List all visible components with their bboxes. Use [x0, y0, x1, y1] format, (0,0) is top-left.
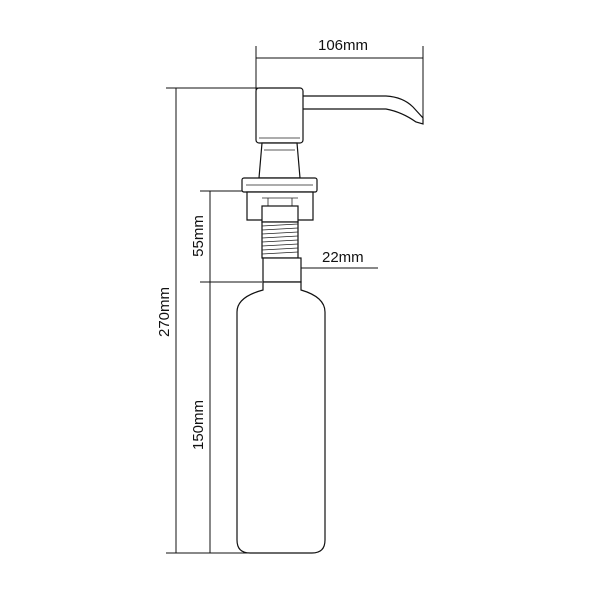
dimension-thread-length: 55mm — [190, 190, 262, 283]
dispenser-drawing — [236, 87, 424, 554]
thread-lines — [261, 223, 299, 255]
thread-line — [261, 243, 299, 247]
thread-line — [261, 251, 299, 255]
thread-line — [261, 223, 299, 227]
spout — [299, 95, 424, 125]
bottle — [236, 281, 326, 554]
label-bottle-height: 150mm — [190, 400, 207, 450]
label-thread-length: 55mm — [190, 215, 207, 257]
dimension-thread-diameter: 22mm — [301, 249, 378, 269]
pump-neck — [258, 142, 301, 179]
dimension-total-height: 270mm — [156, 87, 300, 554]
label-thread-diameter: 22mm — [322, 249, 364, 266]
nut-inner — [261, 205, 299, 223]
thread-line — [261, 235, 299, 239]
pump-head — [255, 87, 304, 144]
thread-line — [261, 247, 299, 251]
thread-line — [261, 231, 299, 235]
thread-line — [261, 239, 299, 243]
dimension-spout-length: 106mm — [255, 37, 424, 120]
label-total-height: 270mm — [156, 287, 173, 337]
thread-line — [261, 227, 299, 231]
dimension-bottle-height: 150mm — [190, 282, 211, 553]
bottle-neck — [262, 257, 302, 283]
label-spout-length: 106mm — [318, 37, 368, 54]
